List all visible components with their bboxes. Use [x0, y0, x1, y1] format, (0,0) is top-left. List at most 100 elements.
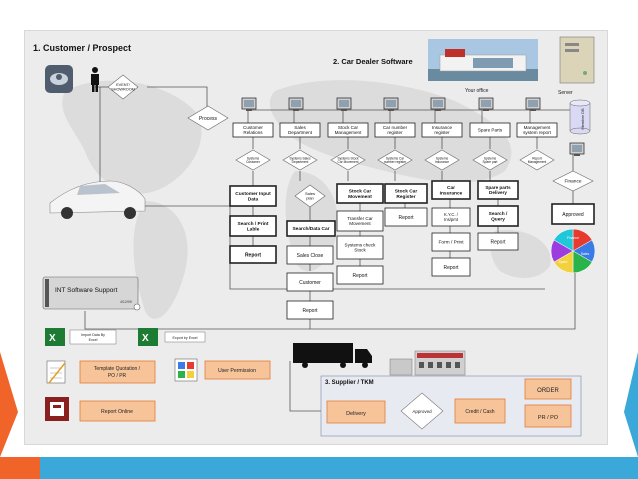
module-monitor-icon-4 — [383, 97, 399, 111]
kyc-box-text: K.Y.C. / — [444, 212, 459, 217]
heading-customer: 1. Customer / Prospect — [33, 43, 131, 53]
system-diamond-3 — [330, 149, 366, 171]
export-excel-box — [164, 331, 206, 343]
report-box-2-text: Report — [302, 308, 318, 314]
module-box-4 — [374, 122, 416, 138]
module-box-2 — [279, 122, 321, 138]
customer-box-text: Customer — [299, 280, 321, 286]
systems-check-stock-box-text: Systems check — [345, 243, 377, 248]
process-diamond-text: Process — [199, 116, 218, 122]
module-box-1 — [232, 122, 274, 138]
module-monitor-icon-2 — [288, 97, 304, 111]
diagram-sheet: 1. Customer / Prospect 2. Car Dealer Sof… — [24, 30, 608, 445]
stock-car-register-box — [384, 183, 428, 204]
report-box-6 — [477, 232, 519, 251]
approved-box — [551, 203, 595, 225]
report-online-box — [79, 400, 156, 422]
kyc-box-text: Ins/pmt — [444, 217, 459, 222]
event-showroom-diamond-text: SHOWROOM — [111, 87, 135, 91]
system-diamond-6 — [472, 149, 508, 171]
sales-close-box-text: Sales Close — [297, 253, 324, 259]
module-box-7 — [516, 122, 558, 138]
finance-diamond — [552, 170, 594, 192]
module-monitor-icon-6 — [478, 97, 494, 111]
server-caption: Server — [558, 90, 573, 96]
report-box-1-text: Report — [245, 252, 261, 258]
template-quotation-line2: PO / PR — [108, 373, 127, 379]
stock-car-register-box-text: Register — [396, 194, 415, 200]
system-diamond-2-text: Systems Sales — [289, 156, 310, 160]
user-permission-box — [204, 360, 271, 380]
export-excel-label: Export by Excel — [173, 336, 198, 340]
spare-parts-delivery-box-text: Spare parts — [485, 185, 511, 190]
search-print-label-box-text: Lable — [247, 226, 260, 232]
sales-plan-diamond-text: Sales — [305, 191, 315, 196]
event-showroom-diamond — [107, 74, 139, 100]
heading-software: 2. Car Dealer Software — [333, 57, 413, 66]
transfer-car-movement-box — [336, 210, 384, 232]
pie-slice-6 — [553, 228, 574, 252]
flow-nodes: EVENT/SHOWROOMProcessCustomerRelationsSa… — [107, 74, 595, 320]
server-icon — [559, 36, 595, 84]
customer-input-box — [229, 185, 277, 207]
event-showroom-diamond-text: EVENT/ — [116, 83, 131, 87]
sales-close-box — [286, 245, 334, 265]
orange-accent-triangle — [0, 352, 18, 457]
module-monitor-icon-7 — [525, 97, 541, 111]
report-online-label: Report Online — [101, 409, 133, 415]
system-diamond-2 — [282, 149, 318, 171]
stock-car-movement-box-text: Stock Car — [349, 189, 372, 195]
finance-monitor-icon — [569, 142, 585, 156]
search-data-car-box-text: Search/Data Car — [292, 226, 329, 232]
person-icon — [91, 67, 99, 92]
system-diamond-4 — [377, 149, 413, 171]
factory-icon — [389, 350, 466, 376]
car-insurance-box-text: Car — [447, 185, 455, 191]
blue-accent-triangle — [624, 352, 638, 457]
pie-label-3: Spare — [558, 260, 567, 264]
order-label: ORDER — [537, 388, 559, 394]
excel-export-icon: X — [138, 328, 158, 346]
user-permission-label: User Permission — [218, 368, 256, 374]
module-monitor-icon-3 — [336, 97, 352, 111]
delivery-label: Delivery — [346, 411, 366, 417]
sales-plan-diamond-text: plan — [306, 196, 314, 201]
svg-text:X: X — [142, 333, 149, 344]
delivery-truck-icon — [293, 343, 372, 368]
search-data-car-box — [286, 220, 336, 237]
system-diamond-1-text: Customer — [246, 160, 261, 164]
system-diamond-6-text: Spare part — [483, 160, 498, 164]
transfer-car-movement-box-text: Movement — [349, 221, 371, 226]
report-online-icon — [45, 397, 69, 421]
report-box-6-text: Report — [490, 239, 506, 245]
search-print-label-box-text: Search / Print — [238, 221, 269, 227]
user-permission-icon — [174, 358, 198, 382]
search-query-box-text: Query — [491, 216, 505, 222]
sales-plan-diamond — [294, 184, 326, 208]
heading-supplier: 3. Supplier / TKM — [325, 380, 374, 386]
module-box-3-text: Stock Car — [338, 125, 359, 130]
module-box-7-text: system report — [523, 130, 552, 135]
module-box-5 — [421, 122, 463, 138]
module-box-4-text: register — [387, 130, 403, 135]
diagram-canvas: 1. Customer / Prospect 2. Car Dealer Sof… — [33, 36, 596, 437]
kyc-box — [431, 207, 471, 227]
member-db-icon — [569, 99, 591, 135]
import-excel-line2: Excel — [89, 338, 98, 342]
car-insurance-box-text: Insurance — [440, 190, 463, 196]
report-box-5-text: Report — [443, 265, 459, 271]
template-quotation-line1: Template Quotation / — [94, 366, 141, 372]
customer-app-icon — [45, 65, 73, 93]
finance-diamond-text: Finance — [564, 179, 581, 185]
module-box-4-text: Car number — [383, 125, 408, 130]
int-software-support-panel — [42, 276, 141, 311]
form-print-box-text: Form / Print — [438, 240, 464, 246]
process-diamond — [187, 105, 229, 131]
excel-import-icon: X — [45, 328, 65, 346]
import-excel-line1: Import Data By — [81, 333, 105, 337]
system-diamond-5-text: Systems — [436, 156, 449, 160]
pie-label-1: Finance — [567, 236, 579, 240]
system-diamond-3-text: Systems Stock — [337, 156, 358, 160]
approved-box-text: Approved — [562, 212, 584, 218]
